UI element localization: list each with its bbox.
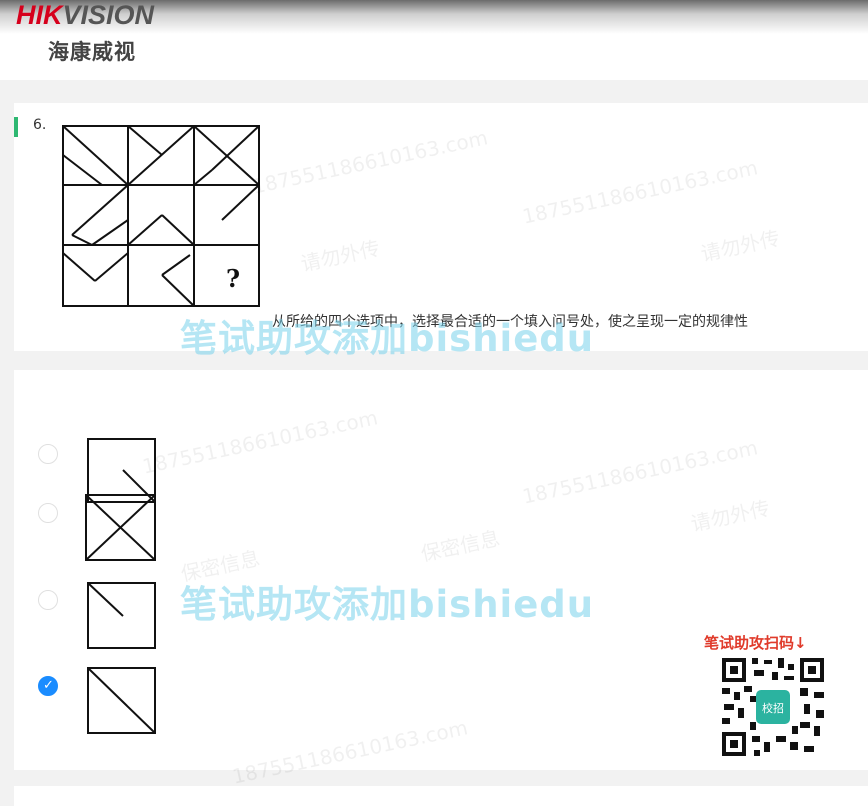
option-d-row[interactable]: ✓: [14, 660, 868, 740]
options-card: ✓ 笔试助攻扫码↓: [14, 370, 868, 770]
question-figure-grid: ?: [62, 125, 260, 307]
option-a-row[interactable]: [14, 400, 868, 503]
question-card: 6.: [14, 103, 868, 351]
option-c-figure: [87, 582, 156, 649]
watermark-promo-top: 笔试助攻添加bishiedu: [180, 317, 595, 360]
hikvision-logo: HIKVISION: [16, 0, 155, 30]
option-d-radio[interactable]: ✓: [38, 676, 58, 696]
option-d-figure: [87, 667, 156, 734]
logo-chinese-text: 海康威视: [48, 40, 136, 64]
option-b-radio[interactable]: [38, 503, 58, 523]
option-a-figure: [87, 438, 156, 503]
qr-code-icon[interactable]: 校招: [720, 656, 826, 758]
watermark-promo-middle: 笔试助攻添加bishiedu: [180, 583, 595, 626]
option-b-row[interactable]: [14, 488, 868, 568]
option-c-row[interactable]: [14, 576, 868, 656]
question-marker: [14, 117, 18, 137]
qr-promo: 笔试助攻扫码↓ 校招: [704, 632, 834, 758]
check-icon: ✓: [43, 678, 54, 693]
option-a-radio[interactable]: [38, 444, 58, 464]
next-card: [14, 786, 868, 806]
qr-title: 笔试助攻扫码↓: [704, 634, 807, 652]
question-number: 6.: [33, 117, 47, 133]
option-c-radio[interactable]: [38, 590, 58, 610]
question-text: 从所给的四个选项中，选择最合适的一个填入问号处，使之呈现一定的规律性: [272, 314, 748, 330]
missing-mark: ?: [226, 264, 240, 293]
top-bar: HIKVISION 海康威视: [0, 0, 868, 80]
option-b-figure: [85, 494, 156, 561]
qr-center-label: 校招: [762, 701, 784, 715]
